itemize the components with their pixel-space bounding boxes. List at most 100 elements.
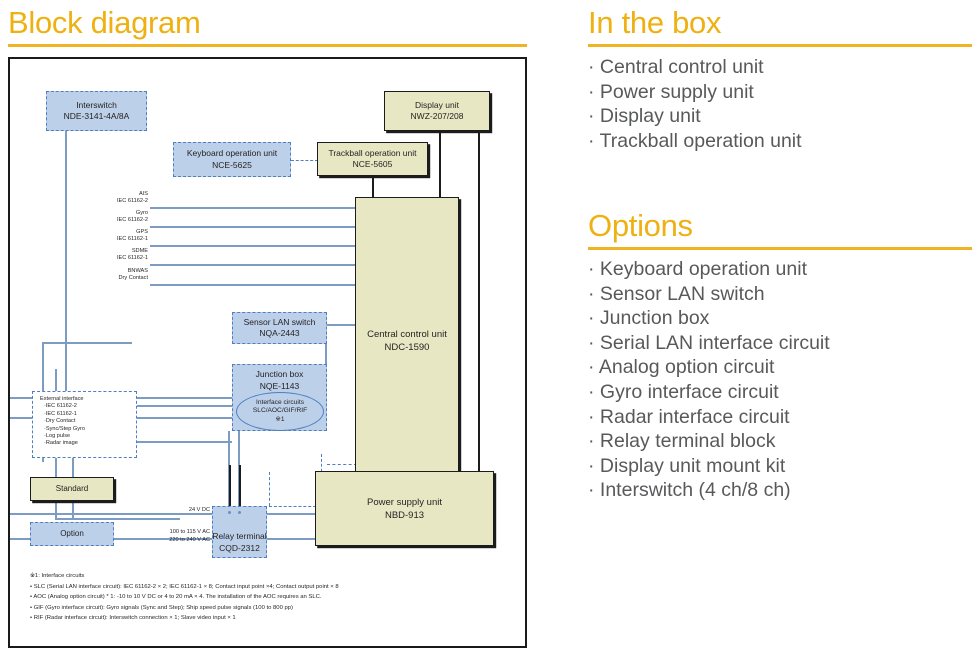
- block-title: Power supply unit: [367, 496, 442, 508]
- bullet-icon: ·: [588, 80, 595, 103]
- options-item-label: Relay terminal block: [599, 430, 776, 453]
- block-keyboard-operation-unit[interactable]: Keyboard operation unit NCE-5625: [173, 142, 291, 177]
- block-trackball-operation-unit[interactable]: Trackball operation unit NCE-5605: [317, 142, 428, 176]
- bullet-icon: ·: [588, 307, 595, 330]
- options-item-label: Radar interface circuit: [599, 405, 790, 428]
- list-item: · Serial LAN interface circuit: [588, 331, 830, 356]
- signal-name: BNWAS: [127, 268, 148, 274]
- line-sensorlan-to-central: [327, 324, 357, 326]
- block-title: Sensor LAN switch: [243, 316, 316, 327]
- external-interface-item: ·Radar image: [44, 440, 78, 447]
- line-ifcircuits-down-dashed: [269, 472, 270, 506]
- list-item: · Keyboard operation unit: [588, 257, 830, 282]
- signal-spec: Dry Contact: [118, 275, 148, 282]
- list-item: · Power supply unit: [588, 80, 802, 105]
- footnote-line: • AOC (Analog option circuit) * 1: -10 t…: [30, 594, 322, 601]
- section-title-options: Options: [588, 208, 693, 243]
- signal-spec: IEC 61162-1: [117, 255, 148, 262]
- list-item: · Trackball operation unit: [588, 129, 802, 154]
- line-relay-rail-bottom: [10, 538, 410, 540]
- interface-circuits-title: Interface circuits: [255, 398, 304, 406]
- signal-label-ais: AIS IEC 61162-2: [58, 191, 148, 205]
- list-item: · Relay terminal block: [588, 429, 830, 454]
- block-relay-terminal[interactable]: Relay terminal CQD-2312: [212, 506, 267, 558]
- bullet-icon: ·: [588, 380, 595, 403]
- in-the-box-item-label: Power supply unit: [599, 80, 754, 103]
- external-interface-item: ·Dry Contact: [44, 418, 76, 425]
- line-junction-down-1: [228, 431, 230, 517]
- block-model: NWZ-207/208: [410, 111, 464, 121]
- signal-label-sdme: SDME IEC 61162-1: [58, 248, 148, 262]
- external-interface-item: ·Log pulse: [44, 433, 71, 440]
- list-item: · Central control unit: [588, 55, 802, 80]
- block-title: Relay terminal: [212, 531, 267, 541]
- options-list: · Keyboard operation unit · Sensor LAN s…: [588, 257, 830, 503]
- block-central-control-unit[interactable]: Central control unit NDC-1590: [355, 197, 459, 484]
- list-item: · Gyro interface circuit: [588, 380, 830, 405]
- section-title-in-the-box: In the box: [588, 5, 722, 40]
- list-item: · Display unit: [588, 104, 802, 129]
- line-signal-ais: [150, 207, 355, 209]
- footnote-line: ※1: Interface circuits: [30, 573, 85, 579]
- signal-name: GPS: [136, 229, 148, 235]
- legend-option-label: Option: [60, 529, 84, 539]
- power-label-ac-2: 220 to 240 V AC: [169, 537, 210, 543]
- in-the-box-item-label: Central control unit: [599, 56, 764, 78]
- bullet-icon: ·: [588, 105, 595, 128]
- footnote-line: • RIF (Radar interface circuit): Intersw…: [30, 615, 236, 622]
- bullet-icon: ·: [588, 430, 595, 453]
- list-item: · Radar interface circuit: [588, 405, 830, 430]
- block-title: Trackball operation unit: [328, 147, 417, 158]
- block-model: CQD-2312: [219, 542, 260, 553]
- block-model: NCE-5605: [352, 159, 393, 169]
- line-signal-gps: [150, 245, 355, 247]
- block-interface-circuits[interactable]: Interface circuits SLC/AOC/GIF/RIF ※1: [236, 392, 324, 431]
- line-signal-sdme: [150, 264, 355, 266]
- block-title: Keyboard operation unit: [186, 148, 278, 158]
- options-item-label: Keyboard operation unit: [599, 258, 807, 280]
- bullet-icon: ·: [588, 129, 595, 152]
- options-item-label: Junction box: [599, 307, 710, 330]
- bullet-icon: ·: [588, 405, 595, 428]
- signal-name: Gyro: [135, 210, 148, 216]
- block-interswitch[interactable]: Interswitch NDE-3141-4A/8A: [46, 91, 147, 131]
- in-the-box-item-label: Display unit: [599, 105, 701, 128]
- line-ext-riser-top: [72, 441, 232, 443]
- block-display-unit[interactable]: Display unit NWZ-207/208: [384, 91, 490, 131]
- bullet-icon: ·: [588, 331, 595, 354]
- line-relay-vertical-black-1: [229, 465, 232, 507]
- signal-spec: IEC 61162-2: [117, 217, 148, 224]
- list-item: · Sensor LAN switch: [588, 282, 830, 307]
- line-signal-gyro: [150, 226, 355, 228]
- legend-line-b: [123, 538, 153, 540]
- block-model: NBD-913: [384, 509, 425, 521]
- list-item: · Junction box: [588, 306, 830, 331]
- external-interface-item: ·IEC 61162-2: [44, 403, 77, 410]
- line-interswitch-vertical: [65, 131, 67, 406]
- power-label-dc: 24 V DC: [188, 507, 210, 513]
- junction-dot: [238, 511, 241, 514]
- options-item-label: Analog option circuit: [598, 356, 775, 379]
- block-model: NDE-3141-4A/8A: [63, 111, 130, 121]
- line-signal-bnwas: [150, 284, 355, 286]
- bullet-icon: ·: [588, 454, 595, 477]
- list-item: · Interswitch (4 ch/8 ch): [588, 478, 830, 503]
- signal-label-bnwas: BNWAS Dry Contact: [58, 268, 148, 282]
- title-underline-options: [588, 247, 972, 250]
- bullet-icon: ·: [588, 356, 595, 379]
- legend-option: Option: [30, 522, 114, 546]
- external-interface-item: ·Sync/Step Gyro: [44, 425, 86, 432]
- interface-circuits-footnote-ref: ※1: [275, 415, 285, 423]
- signal-name: AIS: [138, 191, 148, 197]
- block-power-supply-unit[interactable]: Power supply unit NBD-913: [315, 471, 494, 546]
- diagram-footnotes: ※1: Interface circuits • SLC (Serial LAN…: [30, 571, 510, 624]
- block-sensor-lan-switch[interactable]: Sensor LAN switch NQA-2443: [232, 312, 327, 344]
- signal-label-gps: GPS IEC 61162-1: [58, 229, 148, 243]
- junction-dot: [228, 511, 231, 514]
- block-title: Interswitch: [76, 99, 117, 110]
- external-interface-annotation: External interface ·IEC 61162-2 ·IEC 611…: [32, 391, 137, 458]
- block-model: NQA-2443: [259, 328, 300, 338]
- in-the-box-list: · Central control unit · Power supply un…: [588, 55, 802, 153]
- list-item: · Display unit mount kit: [588, 454, 830, 479]
- bullet-icon: ·: [588, 479, 595, 502]
